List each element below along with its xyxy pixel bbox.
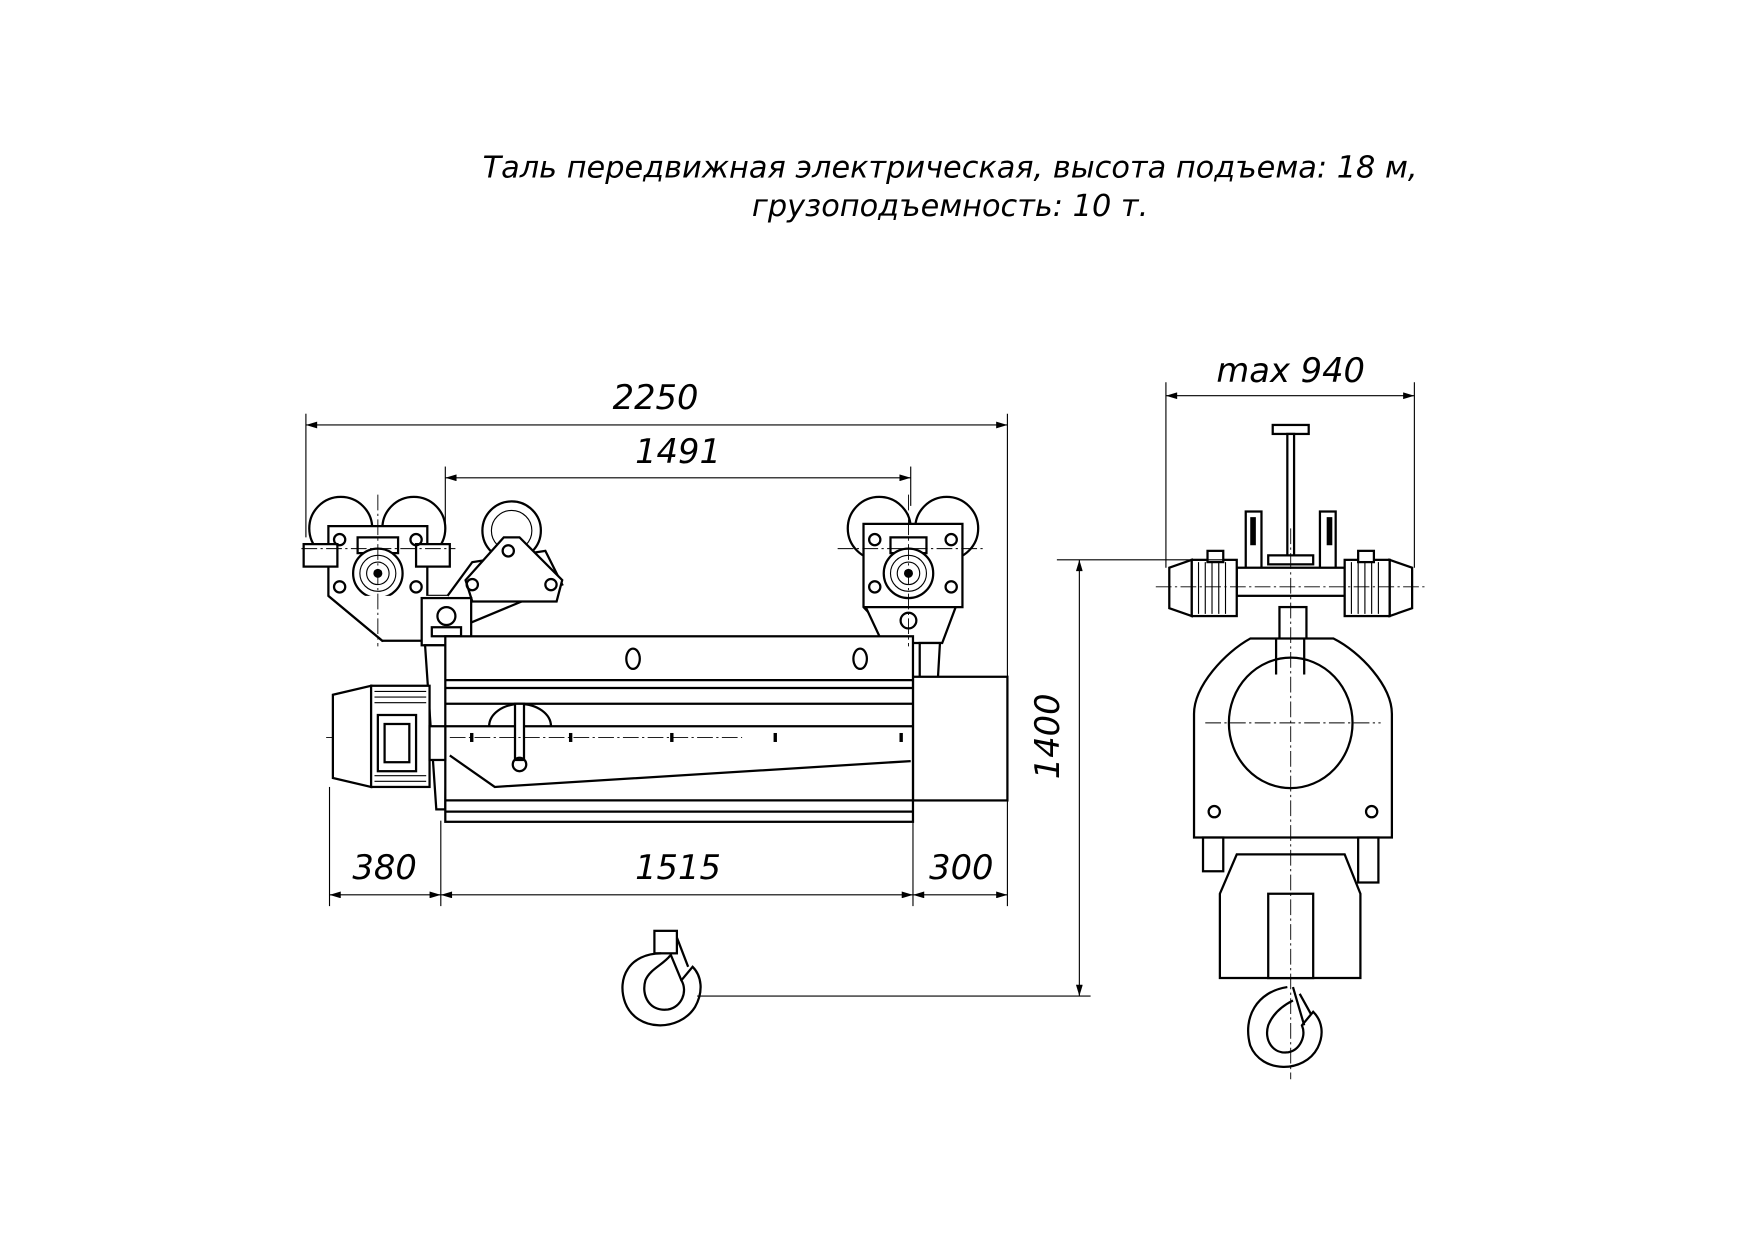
hoist-motor [331,684,447,789]
dim-motor-length: 380 [352,848,416,887]
front-hook [621,929,702,1027]
dim-width: max 940 [1216,351,1365,390]
dim-drum-length: 1515 [635,848,721,887]
front-view [301,494,1009,1027]
side-hook [1247,985,1323,1068]
dim-wheel-base: 1491 [635,432,721,471]
right-trolley [846,495,980,645]
title-line-2: грузоподъемность: 10 т. [752,189,1148,224]
idler-plate [464,500,564,603]
dim-height: 1400 [1028,693,1067,779]
drum-body-side [1192,637,1394,884]
title-line-1: Таль передвижная электрическая, высота п… [483,151,1418,186]
dim-gearbox-length: 300 [929,848,993,887]
hook-block [1218,853,1362,980]
travel-motors [1168,549,1414,618]
dimension-lines [305,382,1415,997]
side-view [1155,423,1426,1080]
dim-overall-length: 2250 [613,378,699,417]
